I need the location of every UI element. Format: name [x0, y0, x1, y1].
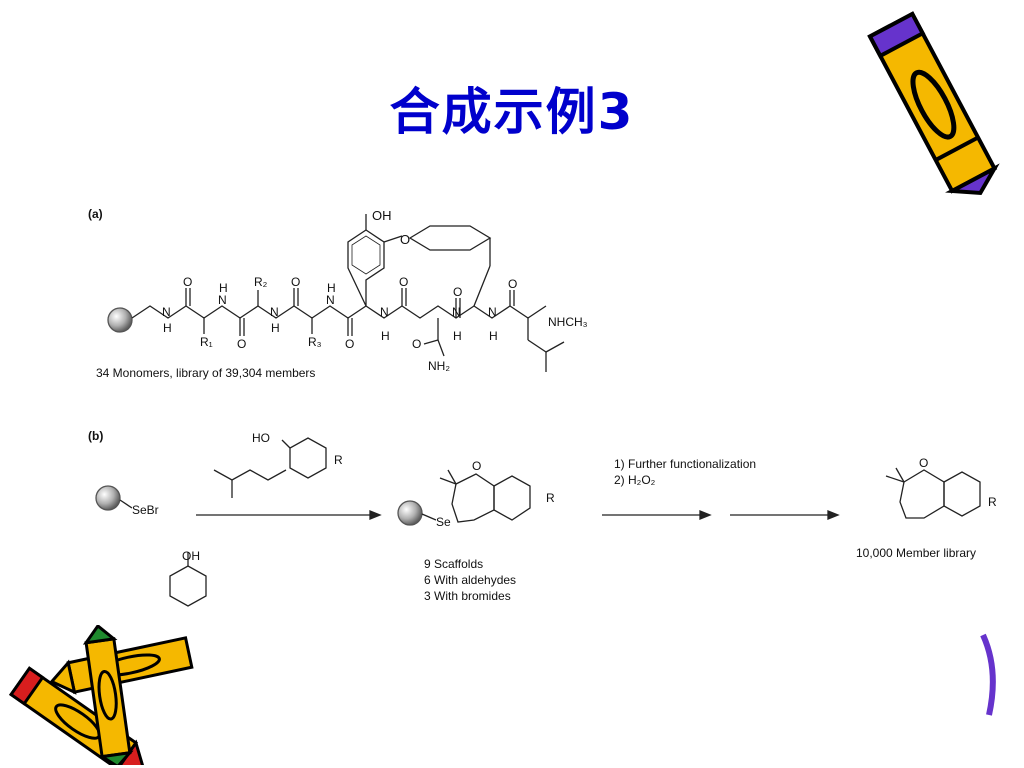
- atom-n-6: N: [452, 305, 461, 319]
- atom-h-1: H: [163, 321, 172, 335]
- panel-a-caption: 34 Monomers, library of 39,304 members: [96, 366, 316, 380]
- crayon-icon-top-right: [867, 11, 1000, 196]
- atom-h-4: H: [327, 281, 336, 295]
- resin-bead-icon-b1: [95, 485, 121, 511]
- atom-nh2: NH₂: [428, 359, 450, 373]
- atom-n-2: N: [218, 293, 227, 307]
- atom-o-product: O: [919, 456, 928, 470]
- atom-r3: R₃: [308, 335, 322, 349]
- step1-label: 1) Further functionalization: [614, 457, 757, 471]
- atom-n-7: N: [488, 305, 497, 319]
- resin-bead-icon-a: [107, 307, 133, 333]
- atom-o-3: O: [291, 275, 300, 289]
- atom-r2: R₂: [254, 275, 268, 289]
- atom-n-4: N: [326, 293, 335, 307]
- crayon-icon-right-edge: [980, 633, 996, 716]
- scaffold-note-2: 6 With aldehydes: [424, 573, 517, 587]
- atom-h-6: H: [453, 329, 462, 343]
- product-label: 10,000 Member library: [856, 546, 977, 560]
- atom-o-2: O: [237, 337, 246, 351]
- atom-n-5: N: [380, 305, 389, 319]
- atom-h-7: H: [489, 329, 498, 343]
- atom-oh-phenol: OH: [182, 549, 200, 563]
- step2-label: 2) H₂O₂: [614, 473, 656, 487]
- atom-se: Se: [436, 515, 451, 529]
- atom-h-2: H: [219, 281, 228, 295]
- scaffold-note-1: 9 Scaffolds: [424, 557, 484, 571]
- atom-r-product: R: [988, 495, 997, 509]
- atom-o-scaffold: O: [472, 459, 481, 473]
- atom-n-1: N: [162, 305, 171, 319]
- scaffold-note-3: 3 With bromides: [424, 589, 511, 603]
- atom-o-ether: O: [400, 232, 410, 247]
- panel-a-label: (a): [88, 207, 103, 221]
- atom-o-8: O: [412, 337, 421, 351]
- crayon-icon-bottom-left: [9, 625, 194, 765]
- atom-nhch3: NHCH₃: [548, 315, 588, 329]
- atom-ho-reagent: HO: [252, 431, 270, 445]
- atom-r-reagent: R: [334, 453, 343, 467]
- panel-b-label: (b): [88, 429, 104, 443]
- atom-n-3: N: [270, 305, 279, 319]
- atom-r-scaffold: R: [546, 491, 555, 505]
- atom-o-1: O: [183, 275, 192, 289]
- atom-o-5: O: [399, 275, 408, 289]
- atom-sebr: SeBr: [132, 503, 159, 517]
- atom-o-6: O: [453, 285, 462, 299]
- atom-h-3: H: [271, 321, 280, 335]
- atom-o-4: O: [345, 337, 354, 351]
- atom-r1: R₁: [200, 335, 213, 349]
- slide-title: 合成示例3: [389, 83, 635, 141]
- atom-o-7: O: [508, 277, 517, 291]
- atom-oh-top: OH: [372, 208, 392, 223]
- atom-h-5: H: [381, 329, 390, 343]
- resin-bead-icon-b2: [397, 500, 423, 526]
